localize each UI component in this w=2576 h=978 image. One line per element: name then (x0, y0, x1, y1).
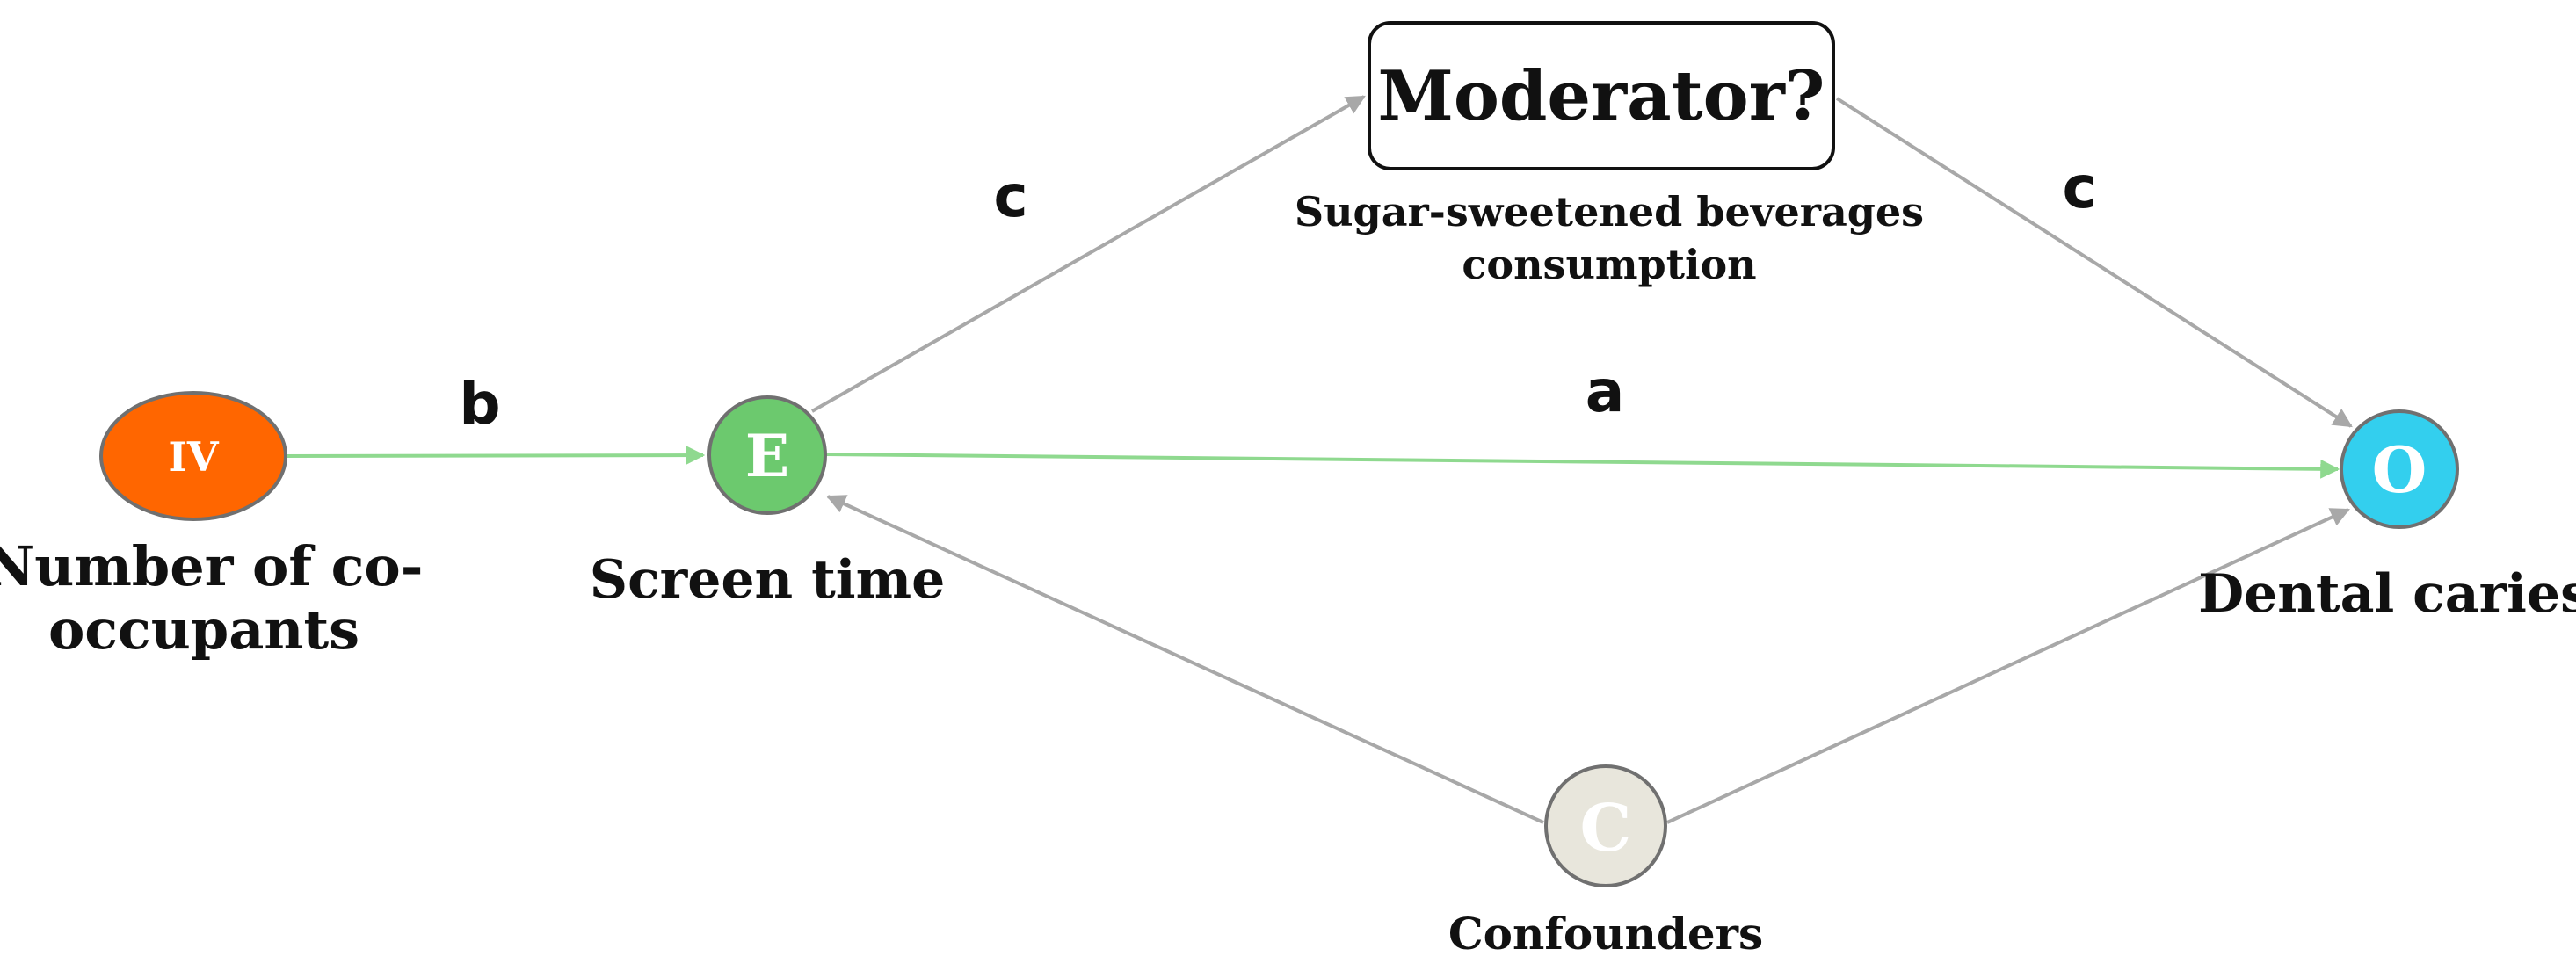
node-outcome: O (2340, 409, 2459, 529)
node-outcome-letter: O (2372, 432, 2427, 507)
node-exposure-label: Screen time (590, 549, 946, 611)
node-iv: IV (99, 391, 287, 521)
edge-label-a: a (1586, 358, 1625, 425)
node-confounder-label: Confounders (1448, 908, 1763, 960)
edge-label-b: b (459, 370, 500, 438)
edge-exposure-to-outcome (825, 453, 2340, 479)
node-iv-label-line1: Number of co- (0, 534, 423, 598)
edge-iv-to-exposure (284, 446, 706, 466)
node-outcome-label: Dental caries (2198, 563, 2576, 625)
node-exposure: E (707, 395, 827, 515)
edge-exposure-to-moderator (811, 95, 1366, 413)
node-confounder-letter: C (1580, 791, 1632, 866)
edge-label-c-upper-right: c (2062, 154, 2096, 221)
edge-label-c-upper-left: c (993, 163, 1027, 230)
node-confounder: C (1544, 764, 1667, 887)
node-moderator-label-line2: consumption (1462, 241, 1756, 288)
node-moderator-label-line1: Sugar-sweetened beverages (1295, 188, 1924, 235)
node-moderator-title: Moderator? (1377, 56, 1825, 136)
node-exposure-letter: E (745, 422, 789, 490)
edge-moderator-to-outcome (1835, 97, 2353, 428)
node-moderator: Moderator? (1368, 21, 1835, 170)
node-iv-letter: IV (168, 433, 220, 481)
edge-confounder-to-exposure (825, 495, 1544, 824)
node-iv-label-line2: occupants (48, 598, 359, 662)
edge-confounder-to-outcome (1666, 508, 2350, 824)
